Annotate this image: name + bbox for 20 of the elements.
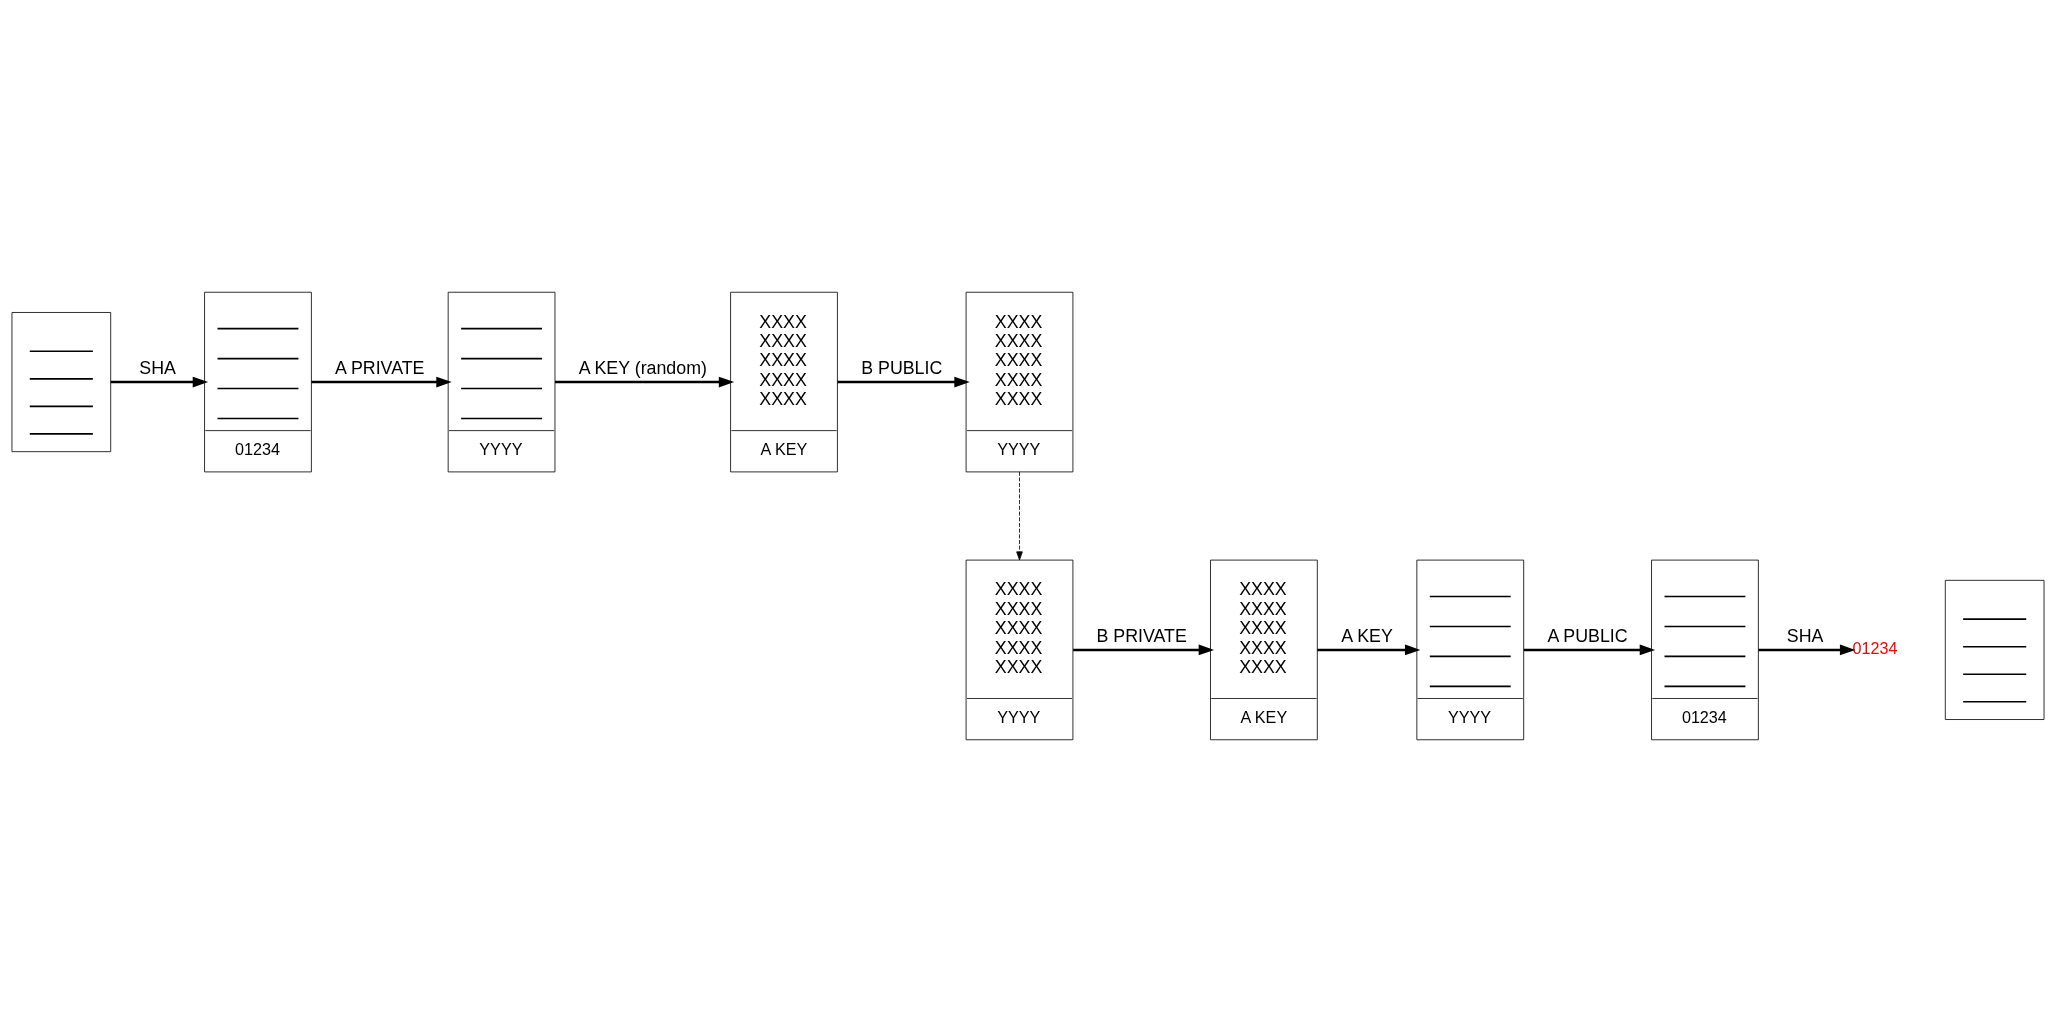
arrow xyxy=(1758,644,1856,655)
edge-label: A KEY xyxy=(1341,625,1393,646)
edge-label: B PUBLIC xyxy=(861,357,943,378)
node-text: 01234 xyxy=(1852,638,1898,657)
arrow xyxy=(311,376,452,387)
node-box xyxy=(11,311,112,452)
edge-label: A PUBLIC xyxy=(1547,625,1628,646)
node-box xyxy=(1944,579,2045,720)
edge-label: A PRIVATE xyxy=(335,357,425,378)
edge-label: A KEY (random) xyxy=(578,357,707,378)
arrow xyxy=(837,376,970,387)
arrow xyxy=(555,376,735,387)
arrow xyxy=(1016,471,1023,560)
arrow xyxy=(1317,644,1421,655)
arrow xyxy=(110,376,209,387)
arrow xyxy=(1073,644,1215,655)
edge-label: SHA xyxy=(1786,625,1824,646)
edge-label: B PRIVATE xyxy=(1096,625,1187,646)
arrow xyxy=(1523,644,1656,655)
edge-label: SHA xyxy=(139,357,176,378)
